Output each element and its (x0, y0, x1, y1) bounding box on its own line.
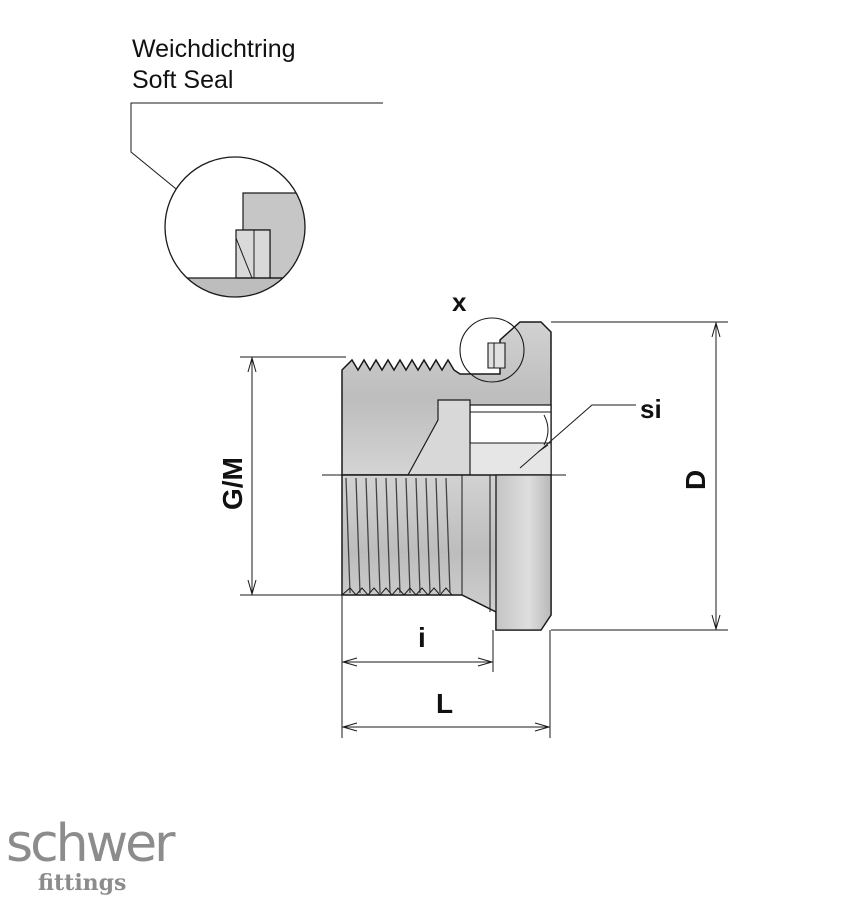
total-length-label: L (436, 688, 453, 719)
thread-dimension-label: G/M (217, 457, 248, 510)
dimension-thread-length (341, 595, 494, 738)
dimension-diameter (551, 321, 728, 631)
dimension-thread (240, 356, 346, 596)
plug-body (322, 321, 566, 631)
hex-socket-label: si (640, 394, 662, 424)
detail-view-soft-seal (164, 156, 306, 298)
brand-logo: schwer fittings (6, 818, 196, 894)
detail-marker-circle (459, 317, 525, 383)
hex-socket-leader (519, 404, 636, 469)
dimension-total-length (341, 630, 551, 738)
logo-wordmark: schwer (6, 814, 176, 874)
detail-marker-label: x (452, 287, 467, 317)
diameter-dimension-label: D (680, 470, 711, 490)
external-thread-lines (345, 477, 451, 594)
hex-socket-arrow (537, 444, 549, 453)
thread-length-label: i (418, 622, 426, 653)
callout-label-german: Weichdichtring (132, 35, 296, 63)
logo-subtitle: fittings (38, 870, 127, 896)
callout-label-english: Soft Seal (132, 66, 233, 94)
